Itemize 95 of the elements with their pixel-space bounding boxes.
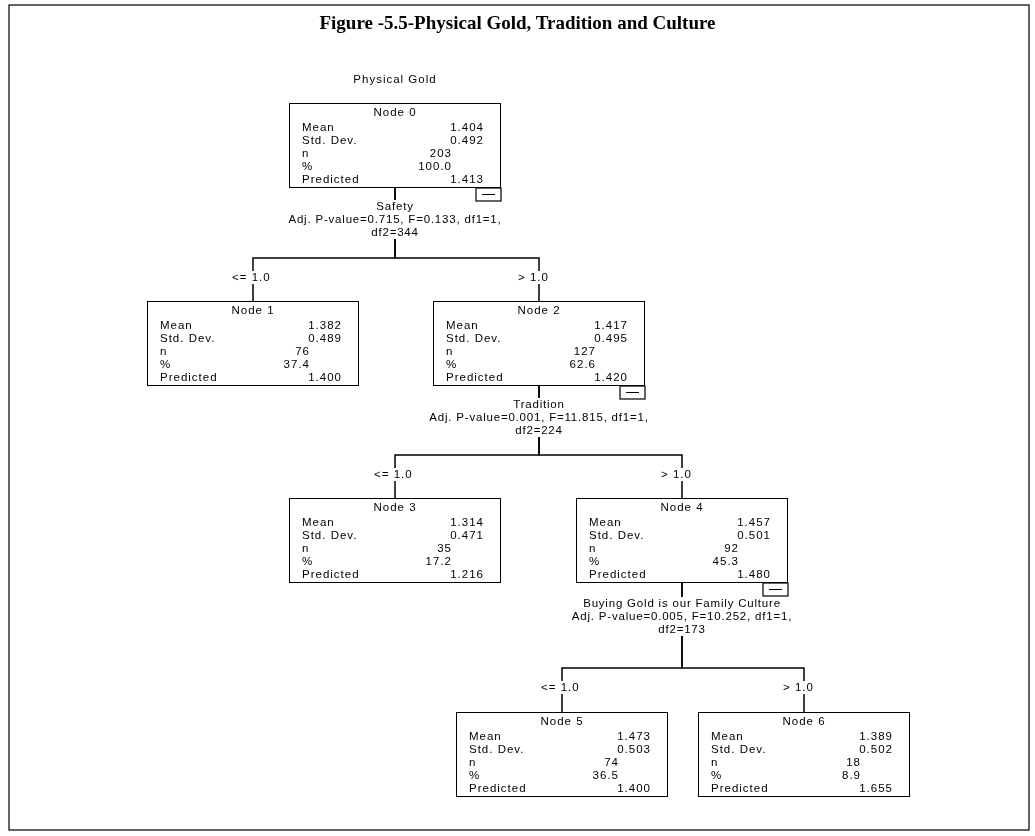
node-heading: Node 3 <box>372 501 418 514</box>
statistic-value: 1.404 <box>450 121 484 134</box>
statistic-label: Mean <box>589 516 622 529</box>
statistic-label: Std. Dev. <box>160 332 216 345</box>
statistic-label: n <box>589 542 597 555</box>
statistic-label: Predicted <box>446 371 504 384</box>
node-heading: Node 4 <box>659 501 705 514</box>
split-statistics: Tradition <box>513 398 565 411</box>
statistic-label: Std. Dev. <box>711 743 767 756</box>
split-condition: > 1.0 <box>782 681 815 694</box>
statistic-label: n <box>711 756 719 769</box>
statistic-value: 1.417 <box>594 319 628 332</box>
statistic-value: 92 <box>724 542 739 555</box>
statistic-value: 0.501 <box>737 529 771 542</box>
statistic-value: 76 <box>295 345 310 358</box>
statistic-value: 1.420 <box>594 371 628 384</box>
split-condition: <= 1.0 <box>373 468 414 481</box>
statistic-label: % <box>446 358 458 371</box>
statistic-value: 1.400 <box>617 782 651 795</box>
statistic-value: 1.389 <box>859 730 893 743</box>
statistic-label: Std. Dev. <box>302 529 358 542</box>
tree-node-box <box>698 712 910 797</box>
split-condition: > 1.0 <box>517 271 550 284</box>
statistic-value: 100.0 <box>418 160 452 173</box>
statistic-label: n <box>160 345 168 358</box>
tree-title: Physical Gold <box>352 73 438 85</box>
statistic-value: 1.655 <box>859 782 893 795</box>
node-heading: Node 6 <box>781 715 827 728</box>
statistic-label: Predicted <box>469 782 527 795</box>
tree-node-box <box>456 712 668 797</box>
statistic-value: 1.314 <box>450 516 484 529</box>
statistic-label: n <box>469 756 477 769</box>
statistic-label: n <box>302 147 310 160</box>
statistic-label: Mean <box>469 730 502 743</box>
split-condition: <= 1.0 <box>231 271 272 284</box>
statistic-label: Mean <box>446 319 479 332</box>
statistic-value: 45.3 <box>712 555 739 568</box>
statistic-value: 127 <box>573 345 596 358</box>
statistic-label: Std. Dev. <box>302 134 358 147</box>
statistic-label: % <box>302 160 314 173</box>
statistic-label: Mean <box>711 730 744 743</box>
statistic-label: % <box>302 555 314 568</box>
statistic-value: 1.216 <box>450 568 484 581</box>
statistic-value: 18 <box>846 756 861 769</box>
statistic-value: 1.382 <box>308 319 342 332</box>
statistic-value: 203 <box>429 147 452 160</box>
statistic-value: 0.471 <box>450 529 484 542</box>
statistic-value: 8.9 <box>842 769 861 782</box>
statistic-label: Std. Dev. <box>446 332 502 345</box>
statistic-label: n <box>302 542 310 555</box>
statistic-value: 35 <box>437 542 452 555</box>
statistic-value: 0.489 <box>308 332 342 345</box>
node-heading: Node 5 <box>539 715 585 728</box>
tree-node-box <box>433 301 645 386</box>
statistic-label: Predicted <box>589 568 647 581</box>
statistic-label: % <box>160 358 172 371</box>
split-statistics: Safety <box>376 200 414 213</box>
node-heading: Node 2 <box>516 304 562 317</box>
statistic-value: 17.2 <box>425 555 452 568</box>
statistic-value: 1.400 <box>308 371 342 384</box>
tree-node-box <box>147 301 359 386</box>
node-heading: Node 1 <box>230 304 276 317</box>
statistic-value: 1.473 <box>617 730 651 743</box>
statistic-value: 36.5 <box>592 769 619 782</box>
statistic-label: Mean <box>302 516 335 529</box>
statistic-value: 1.480 <box>737 568 771 581</box>
statistic-value: 1.413 <box>450 173 484 186</box>
node-heading: Node 0 <box>372 106 418 119</box>
tree-node-box <box>576 498 788 583</box>
statistic-label: % <box>469 769 481 782</box>
statistic-value: 0.495 <box>594 332 628 345</box>
statistic-value: 62.6 <box>569 358 596 371</box>
statistic-label: % <box>711 769 723 782</box>
split-condition: <= 1.0 <box>540 681 581 694</box>
statistic-label: Mean <box>302 121 335 134</box>
statistic-value: 0.502 <box>859 743 893 756</box>
statistic-value: 0.492 <box>450 134 484 147</box>
statistic-label: Std. Dev. <box>589 529 645 542</box>
statistic-value: 1.457 <box>737 516 771 529</box>
split-condition: > 1.0 <box>660 468 693 481</box>
statistic-label: Std. Dev. <box>469 743 525 756</box>
tree-node-box <box>289 498 501 583</box>
statistic-label: Predicted <box>302 568 360 581</box>
statistic-label: Predicted <box>160 371 218 384</box>
statistic-value: 74 <box>604 756 619 769</box>
statistic-label: n <box>446 345 454 358</box>
split-statistics: Buying Gold is our Family Culture <box>583 597 781 610</box>
statistic-label: Predicted <box>711 782 769 795</box>
statistic-label: Predicted <box>302 173 360 186</box>
statistic-label: Mean <box>160 319 193 332</box>
statistic-label: % <box>589 555 601 568</box>
figure-title: Figure -5.5-Physical Gold, Tradition and Culture <box>318 12 717 34</box>
tree-node-box <box>289 103 501 188</box>
statistic-value: 37.4 <box>283 358 310 371</box>
statistic-value: 0.503 <box>617 743 651 756</box>
